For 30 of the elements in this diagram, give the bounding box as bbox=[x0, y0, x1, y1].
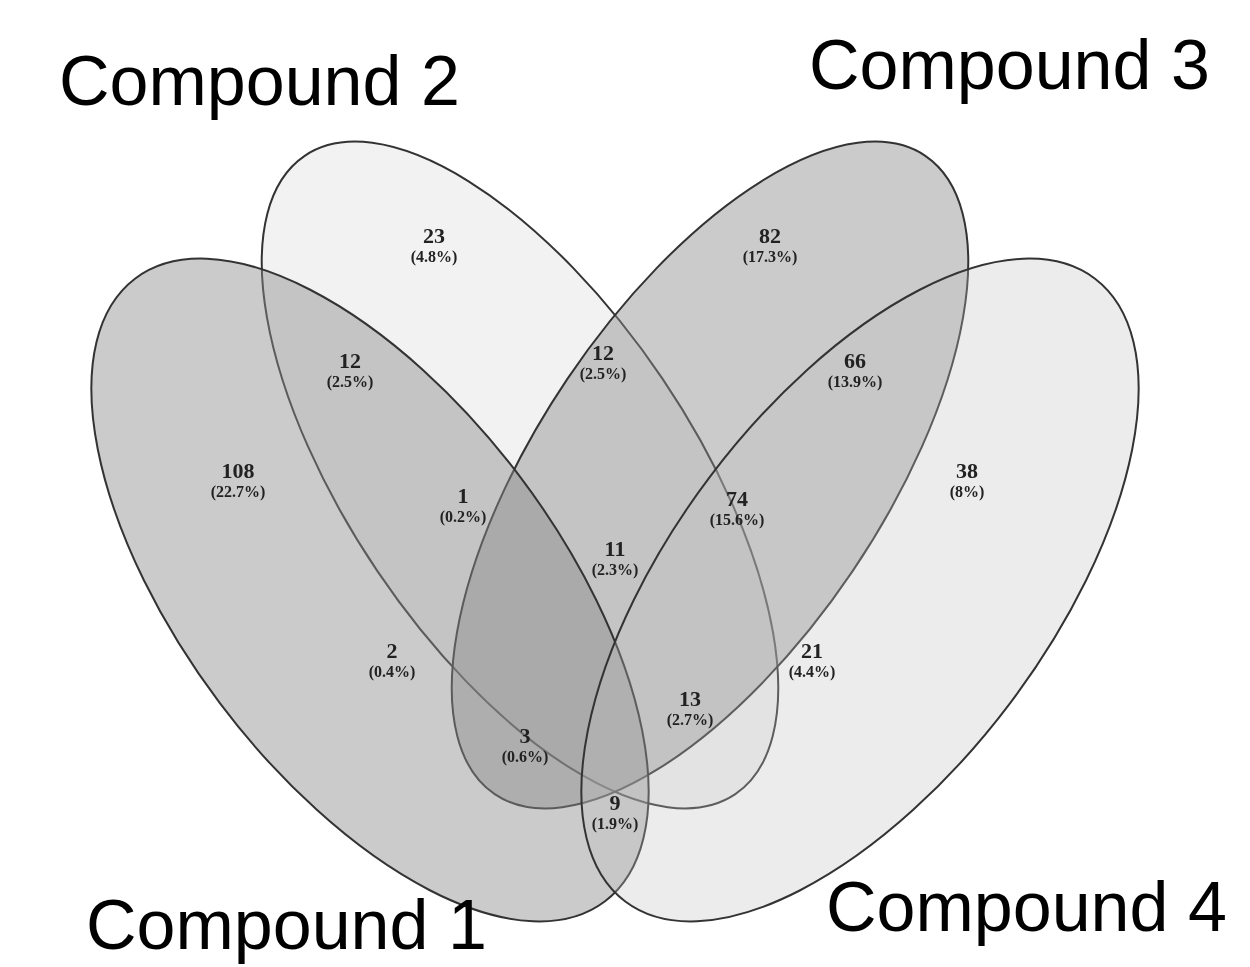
percentage-label: (0.6%) bbox=[501, 749, 549, 765]
count-label: 2 bbox=[386, 640, 398, 662]
count-label: 12 bbox=[592, 342, 614, 364]
percentage-label: (4.8%) bbox=[410, 249, 458, 265]
percentage-label: (2.7%) bbox=[666, 712, 714, 728]
count-label: 82 bbox=[759, 225, 781, 247]
count-label: 108 bbox=[221, 460, 255, 482]
percentage-label: (1.9%) bbox=[591, 816, 639, 832]
count-label: 21 bbox=[801, 640, 823, 662]
percentage-label: (13.9%) bbox=[827, 374, 883, 390]
percentage-label: (15.6%) bbox=[709, 512, 765, 528]
count-label: 66 bbox=[844, 350, 866, 372]
percentage-label: (2.5%) bbox=[579, 366, 627, 382]
count-label: 23 bbox=[423, 225, 445, 247]
percentage-label: (4.4%) bbox=[788, 664, 836, 680]
percentage-label: (0.2%) bbox=[439, 509, 487, 525]
count-label: 38 bbox=[956, 460, 978, 482]
percentage-label: (0.4%) bbox=[368, 664, 416, 680]
percentage-label: (8%) bbox=[949, 484, 985, 500]
count-label: 11 bbox=[604, 538, 626, 560]
count-label: 74 bbox=[726, 488, 748, 510]
percentage-label: (2.3%) bbox=[591, 562, 639, 578]
count-label: 1 bbox=[457, 485, 469, 507]
count-label: 13 bbox=[679, 688, 701, 710]
percentage-label: (2.5%) bbox=[326, 374, 374, 390]
count-label: 9 bbox=[609, 792, 621, 814]
count-label: 12 bbox=[339, 350, 361, 372]
count-label: 3 bbox=[519, 725, 531, 747]
percentage-label: (17.3%) bbox=[742, 249, 798, 265]
percentage-label: (22.7%) bbox=[210, 484, 266, 500]
